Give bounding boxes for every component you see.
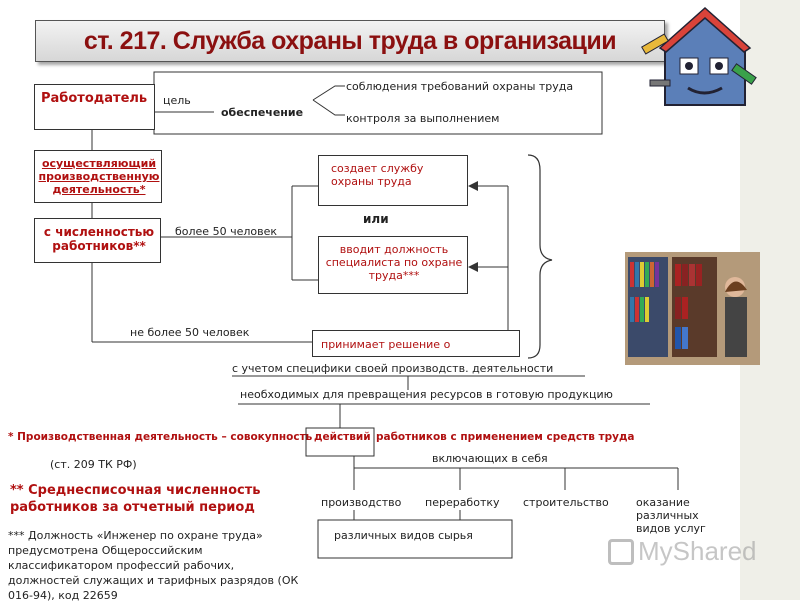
more-than-50-label: более 50 человек <box>175 225 277 238</box>
processing-label: переработку <box>425 496 500 509</box>
staff-count-box: с численностью работников** <box>34 218 161 263</box>
creates-service-label: создает службу охраны труда <box>331 162 424 188</box>
employer-box: Работодатель <box>34 84 155 130</box>
myshared-logo-icon <box>608 538 634 565</box>
actions-word: действий <box>314 431 371 443</box>
article-ref: (ст. 209 ТК РФ) <box>50 458 137 471</box>
footnote1-prefix: * Производственная деятельность – совоку… <box>8 431 313 443</box>
or-label: или <box>363 212 389 226</box>
staff-count-label: с численностью работников** <box>43 225 155 253</box>
services-label: оказание различных видов услуг <box>636 496 706 535</box>
footnote3: *** Должность «Инженер по охране труда» … <box>8 528 308 603</box>
footnote3-text: *** Должность «Инженер по охране труда» … <box>8 529 299 602</box>
employer-label: Работодатель <box>41 91 148 106</box>
conducting-activity-label: осуществляющий производственную деятельн… <box>38 157 160 196</box>
construction-label: строительство <box>523 496 609 509</box>
raw-materials-label: различных видов сырья <box>334 529 473 542</box>
necessary-for-label: необходимых для превращения ресурсов в г… <box>240 388 613 401</box>
watermark-text: MyShared <box>638 536 757 566</box>
watermark: MyShared <box>608 536 757 567</box>
provision-label: обеспечение <box>221 106 304 119</box>
takes-decision-label: принимает решение о <box>321 338 451 351</box>
considering-specifics-label: с учетом специфики своей производств. де… <box>232 362 554 375</box>
introduces-position-box: вводит должность специалиста по охране т… <box>318 236 468 294</box>
title-bar: ст. 217. Служба охраны труда в организац… <box>35 20 665 62</box>
including-label: включающих в себя <box>432 452 548 465</box>
conducting-activity-box: осуществляющий производственную деятельн… <box>34 150 162 203</box>
not-more-than-50-label: не более 50 человек <box>130 326 250 339</box>
control-label: контроля за выполнением <box>346 112 500 125</box>
production-label: производство <box>321 496 402 509</box>
introduces-position-label: вводит должность специалиста по охране т… <box>325 243 463 282</box>
house-worker-illustration <box>640 0 760 120</box>
footnote1-suffix: работников с применением средств труда <box>376 431 635 443</box>
footnote2: ** Среднесписочная численность работнико… <box>10 483 261 515</box>
compliance-label: соблюдения требований охраны труда <box>346 80 574 93</box>
goal-label: цель <box>163 94 191 107</box>
library-photo <box>625 252 760 365</box>
creates-service-box: создает службу охраны труда <box>318 155 468 206</box>
page-title: ст. 217. Служба охраны труда в организац… <box>83 26 617 55</box>
takes-decision-box: принимает решение о <box>312 330 520 357</box>
